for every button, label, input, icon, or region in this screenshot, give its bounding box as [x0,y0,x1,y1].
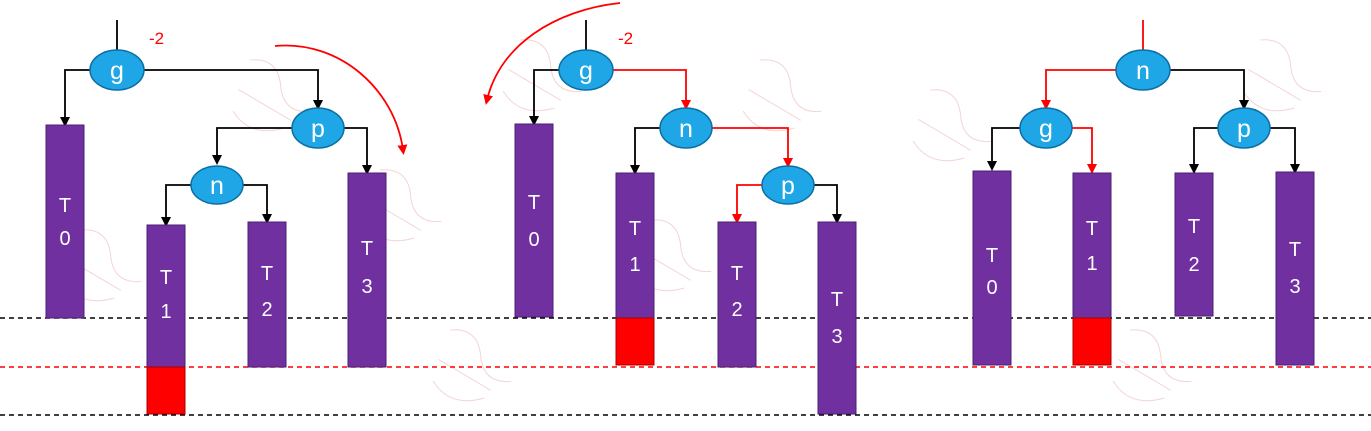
subtree-t1-label-line1: T [160,267,172,289]
watermark-mark [432,329,512,402]
watermark-mark [742,59,822,132]
node-g [89,49,145,91]
subtree-t1-extra-height [1072,317,1112,366]
subtree-t1-bar [1072,172,1112,319]
subtree-t1-label-line2: 1 [629,254,640,276]
subtree-t1-extra-height [615,317,655,366]
node-p-label: p [311,115,325,143]
edge-p-t2 [732,184,762,224]
node-g [1019,107,1073,149]
subtree-t1-label-line1: T [1086,218,1098,240]
rotation-arrow [274,44,408,155]
subtree-t3-label-line2: 3 [1289,276,1300,298]
subtree-t3-bar [817,221,857,415]
edge-g-t1 [1072,127,1097,174]
subtree-t1-label-line1: T [629,218,641,240]
subtree-t3-label-line2: 3 [361,276,372,298]
node-p-label: p [781,172,795,200]
node-n [1115,49,1171,91]
watermark-mark [1112,329,1192,402]
subtree-t3-label-line1: T [831,289,843,311]
edge-p-t3 [344,127,372,175]
subtree-t0-label-line1: T [986,245,998,267]
subtree-t0-label-line2: 0 [528,229,539,251]
subtree-t0-label-line2: 0 [986,277,997,299]
subtree-t1-label-line2: 1 [160,301,171,323]
edge-g-t0 [60,69,90,127]
subtree-t1-extra-height [146,366,186,415]
subtree-t2-label-line1: T [1188,216,1200,238]
subtree-t1-label-line2: 1 [1086,253,1097,275]
subtree-t3-bar [347,172,387,368]
panel-after-first-rotation: -2 T 0 T 1 T 2 T 3 g n p [483,2,857,415]
node-g-label: g [579,57,593,85]
subtree-t0-label-line1: T [528,192,540,214]
subtree-t2-bar [717,221,757,368]
subtree-t0-bar [514,123,554,318]
panel-after-second-rotation: T 0 T 1 T 2 T 3 n g p [972,20,1315,366]
subtree-t3-label-line2: 3 [831,326,842,348]
edge-p-t3 [1270,127,1300,174]
subtree-t2-bar [247,221,287,368]
subtree-t2-bar [1174,172,1214,317]
balance-factor-label: -2 [149,29,164,48]
panel-before: -2 T 0 T 1 T 2 T 3 g p n [45,20,408,415]
edge-p-n [212,127,292,165]
edge-n-g [1041,69,1116,110]
balance-factor-label: -2 [618,29,633,48]
edge-g-p [144,69,323,110]
edge-n-p [712,127,793,168]
subtree-t0-label-line1: T [59,195,71,217]
node-g-label: g [1039,115,1053,143]
node-p-label: p [1237,115,1251,143]
node-p [761,165,815,205]
edge-g-t0 [987,127,1020,171]
node-g-label: g [110,57,124,85]
subtree-t3-bar [1275,171,1315,366]
edge-n-t1 [161,184,192,227]
node-n-label: n [679,115,693,143]
node-n [190,165,244,205]
subtree-t0-label-line2: 0 [59,228,70,250]
node-n [659,107,713,149]
subtree-t1-bar [615,172,655,319]
node-n-label: n [1136,57,1150,85]
node-g [558,49,614,91]
rotation-arrow [483,2,621,105]
edge-n-t2 [242,184,272,224]
subtree-t2-label-line1: T [261,263,273,285]
edge-n-p [1170,69,1249,110]
node-p [291,107,345,149]
subtree-t2-label-line2: 2 [261,299,272,321]
node-p [1217,107,1271,149]
subtree-t0-bar [45,124,85,319]
edge-g-t0 [529,69,560,126]
watermark-mark [912,89,992,162]
subtree-t0-bar [972,170,1012,366]
subtree-t3-label-line1: T [1289,239,1301,261]
edge-p-t3 [814,184,842,224]
subtree-t2-label-line1: T [731,263,743,285]
watermark-mark [1242,39,1322,112]
subtree-t1-bar [146,224,186,368]
watermark-layer [62,39,1322,402]
subtree-t3-label-line1: T [361,238,373,260]
edge-g-n [613,69,691,110]
edge-n-t1 [630,127,660,175]
node-n-label: n [210,172,224,200]
subtree-t2-label-line2: 2 [731,299,742,321]
subtree-t2-label-line2: 2 [1188,254,1199,276]
edge-p-t2 [1189,127,1218,174]
